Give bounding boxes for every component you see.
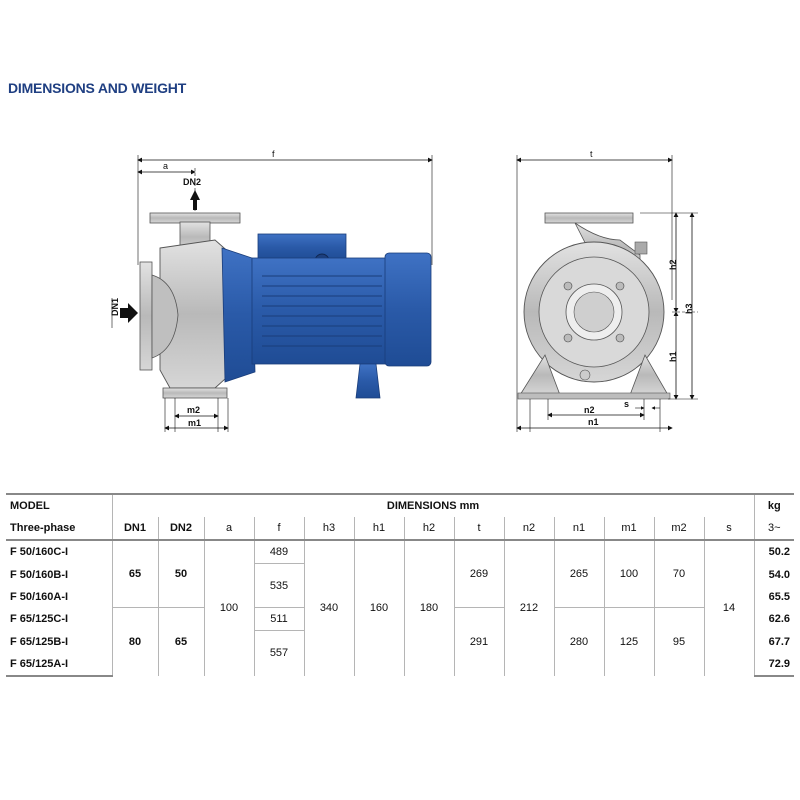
model-cell: F 50/160B-I: [10, 568, 69, 581]
n2-cell: 212: [503, 540, 554, 676]
model-cell: F 65/125B-I: [10, 635, 69, 648]
t-cell: 269: [453, 540, 504, 608]
col-h3: h3: [303, 517, 354, 541]
weight-cell: 62.6: [753, 607, 795, 631]
dn1-cell: 65: [111, 540, 158, 608]
weight-cell: 54.0: [753, 563, 795, 586]
f-cell: 489: [253, 540, 304, 564]
label-dn1: DN1: [110, 298, 120, 316]
table-row: F 50/160B-I 535 54.0: [6, 563, 795, 608]
page-title: DIMENSIONS AND WEIGHT: [8, 80, 187, 96]
model-cell: F 50/160A-I: [10, 590, 69, 603]
table-row: F 50/160C-I 65 50 100 489 340 160 180 26…: [6, 540, 795, 676]
col-s: s: [703, 517, 755, 541]
header-model: MODEL: [6, 493, 112, 517]
dimensions-table: MODEL DIMENSIONS mm kg Three-phase DN1 D…: [6, 493, 795, 677]
label-h2: h2: [668, 259, 678, 270]
table-row: F 65/125C-I 80 65 511 291 280 125 95 62.…: [6, 607, 795, 676]
label-f: f: [272, 149, 275, 159]
col-h1: h1: [353, 517, 404, 541]
n1-cell: 265: [553, 540, 604, 608]
label-s: s: [624, 399, 629, 409]
label-n2: n2: [584, 405, 595, 415]
table-row: F 65/125A-I 72.9: [6, 652, 795, 677]
label-dn2: DN2: [183, 177, 201, 187]
model-cell: F 65/125C-I: [10, 613, 69, 625]
weight-cell: 50.2: [753, 540, 795, 564]
label-a: a: [163, 161, 168, 171]
front-view: t h2 h1 h3 n2 n1: [516, 149, 698, 432]
m1-cell: 100: [603, 540, 654, 608]
model-cell: F 65/125A-I: [6, 652, 112, 677]
col-dn1: DN1: [111, 517, 158, 541]
m2-cell: 95: [653, 607, 704, 676]
weight-cell: 67.7: [753, 630, 795, 653]
col-kg-unit: 3~: [753, 517, 795, 541]
col-t: t: [453, 517, 504, 541]
f-cell: 511: [253, 607, 304, 631]
col-m1: m1: [603, 517, 654, 541]
header-phase: Three-phase: [6, 517, 112, 541]
pump-drawing: f a DN2 DN1: [110, 149, 698, 432]
h1-cell: 160: [353, 540, 404, 676]
weight-cell: 65.5: [753, 585, 795, 608]
label-m1: m1: [188, 418, 201, 428]
col-n2: n2: [503, 517, 554, 541]
table-row: F 50/160A-I 65.5: [6, 585, 795, 608]
f-cell: 557: [253, 630, 304, 676]
dn2-cell: 50: [157, 540, 204, 608]
a-cell: 100: [203, 540, 254, 676]
t-cell: 291: [453, 607, 504, 676]
side-view: f a DN2 DN1: [110, 149, 433, 432]
n1-cell: 280: [553, 607, 604, 676]
col-dn2: DN2: [157, 517, 204, 541]
label-n1: n1: [588, 417, 599, 427]
label-m2: m2: [187, 405, 200, 415]
header-dimensions: DIMENSIONS mm: [111, 493, 755, 517]
h3-cell: 340: [303, 540, 354, 676]
label-t: t: [590, 149, 593, 159]
header-kg: kg: [753, 493, 795, 517]
col-h2: h2: [403, 517, 454, 541]
table-row: F 65/125B-I 557 67.7: [6, 630, 795, 676]
m2-cell: 70: [653, 540, 704, 608]
weight-cell: 72.9: [753, 652, 795, 677]
col-n1: n1: [553, 517, 604, 541]
m1-cell: 125: [603, 607, 654, 676]
dn2-cell: 65: [157, 607, 204, 676]
label-h1: h1: [668, 351, 678, 362]
dn1-cell: 80: [111, 607, 158, 676]
col-a: a: [203, 517, 254, 541]
col-f: f: [253, 517, 304, 541]
h2-cell: 180: [403, 540, 454, 676]
col-m2: m2: [653, 517, 704, 541]
s-cell: 14: [703, 540, 755, 676]
label-h3: h3: [684, 303, 694, 314]
f-cell: 535: [253, 563, 304, 608]
model-cell: F 50/160C-I: [10, 546, 69, 559]
